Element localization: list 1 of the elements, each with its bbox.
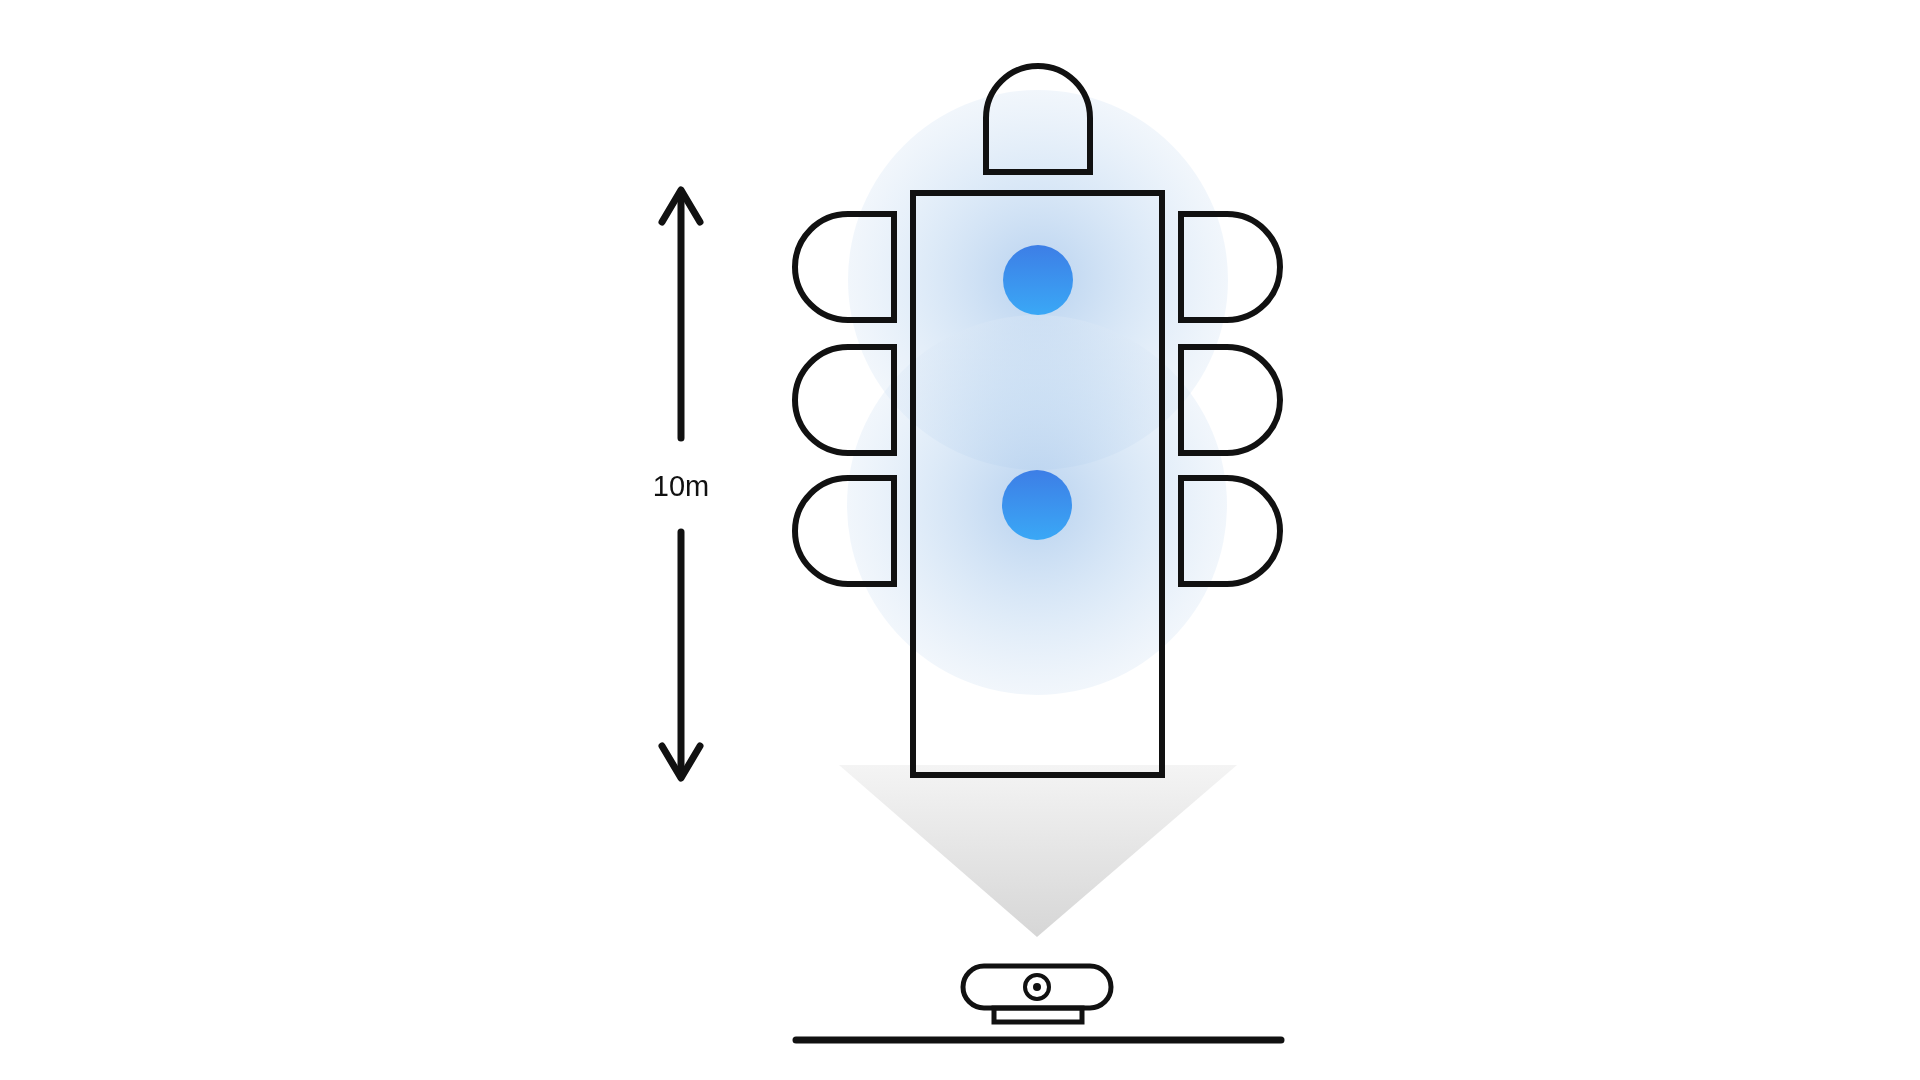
dimension-label: 10m [652, 469, 710, 503]
